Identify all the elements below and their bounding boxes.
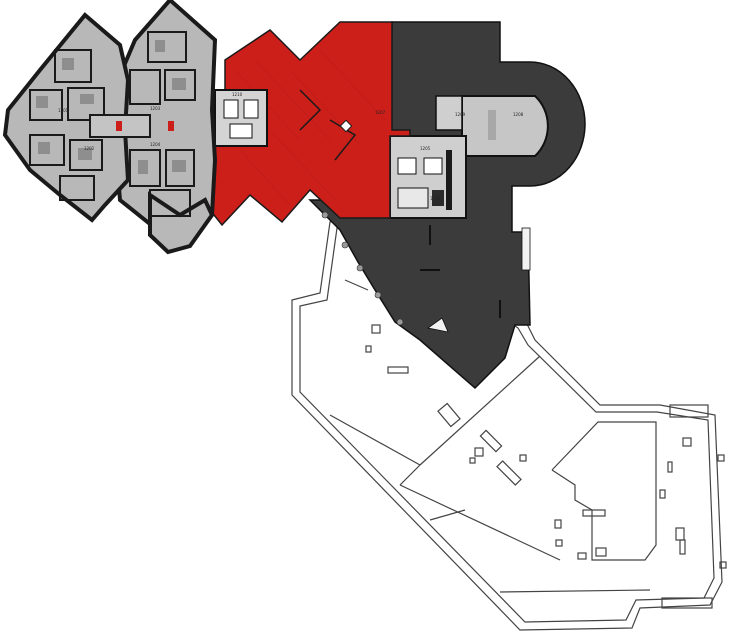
core-label-b: 1206 xyxy=(430,196,441,201)
fixture-8 xyxy=(595,547,607,557)
terrace-strip xyxy=(521,227,531,271)
partition-1 xyxy=(329,414,421,466)
mid-fixtures xyxy=(138,40,186,174)
lift-2 xyxy=(243,99,259,119)
fixture-18 xyxy=(554,519,562,529)
partition-7 xyxy=(429,509,466,521)
fixture-19 xyxy=(555,539,563,547)
mid-label-a: 1203 xyxy=(150,106,161,111)
inner-room xyxy=(551,421,657,561)
semicircular-room: 1208 1209 xyxy=(435,95,549,157)
left-apartment-diamond: 1201 1202 xyxy=(2,12,174,223)
fixture-9 xyxy=(577,552,587,560)
fixture-7 xyxy=(519,454,527,462)
core-shaft-1 xyxy=(397,157,417,175)
partition-5 xyxy=(344,279,369,291)
lower-building-outline xyxy=(291,211,727,631)
red-zone-hatch xyxy=(234,49,386,206)
partition-3 xyxy=(399,464,421,486)
core-wall xyxy=(446,150,452,210)
fixture-16 xyxy=(719,561,727,569)
fixture-15 xyxy=(717,454,725,462)
fixture-12 xyxy=(659,489,666,499)
fixture-13 xyxy=(675,527,685,541)
middle-apartment-diamond: 1203 1204 xyxy=(112,0,218,255)
fixture-6 xyxy=(469,457,476,464)
core-stair xyxy=(397,187,429,209)
left-diamond-body xyxy=(2,12,131,223)
fixture-2 xyxy=(437,402,461,428)
fixture-17 xyxy=(582,509,606,517)
dome-room-fill xyxy=(461,95,549,157)
dome-label-a: 1208 xyxy=(513,112,524,117)
lift-hall-label: 1210 xyxy=(232,92,243,97)
dome-anteroom xyxy=(435,95,463,131)
balcony-right xyxy=(669,404,709,418)
left-rooms xyxy=(29,49,105,201)
red-zone-wall-2 xyxy=(329,119,357,161)
partition-4 xyxy=(399,484,561,561)
outline-inner xyxy=(299,219,715,623)
fixture-1 xyxy=(387,366,409,374)
fixture-10 xyxy=(682,437,692,447)
left-label-b: 1202 xyxy=(84,146,95,151)
fixture-21 xyxy=(365,345,372,353)
corridor-door-1 xyxy=(116,121,122,131)
red-zone-column xyxy=(339,119,353,133)
partition-6 xyxy=(499,589,651,593)
terrace-notch xyxy=(427,317,449,333)
dome-inner xyxy=(488,110,496,140)
fixture-3 xyxy=(479,429,503,453)
lift-3 xyxy=(229,123,253,139)
red-zone-label: 1207 xyxy=(375,110,386,115)
partition-2 xyxy=(419,355,541,466)
service-core: 1205 1206 xyxy=(389,135,467,219)
balcony-right-2 xyxy=(661,597,713,609)
lift-1 xyxy=(223,99,239,119)
outline-outer xyxy=(291,211,723,631)
corridor-door-2 xyxy=(168,121,174,131)
left-label-a: 1201 xyxy=(58,108,69,113)
mid-label-b: 1204 xyxy=(150,142,161,147)
fixture-5 xyxy=(474,447,484,457)
lift-hall: 1210 xyxy=(214,89,268,147)
fixture-11 xyxy=(667,461,673,473)
core-shaft-2 xyxy=(423,157,443,175)
fixture-14 xyxy=(679,539,686,555)
mid-rooms xyxy=(129,31,196,217)
left-fixtures xyxy=(36,58,94,160)
dome-label-b: 1209 xyxy=(455,112,466,117)
red-zone-wall-1 xyxy=(299,89,322,131)
fixture-4 xyxy=(496,460,522,486)
core-lift xyxy=(432,190,444,206)
fixture-20 xyxy=(371,324,381,334)
core-label-a: 1205 xyxy=(420,146,431,151)
terrace-windows xyxy=(321,211,404,326)
mid-diamond-lower xyxy=(148,191,215,255)
